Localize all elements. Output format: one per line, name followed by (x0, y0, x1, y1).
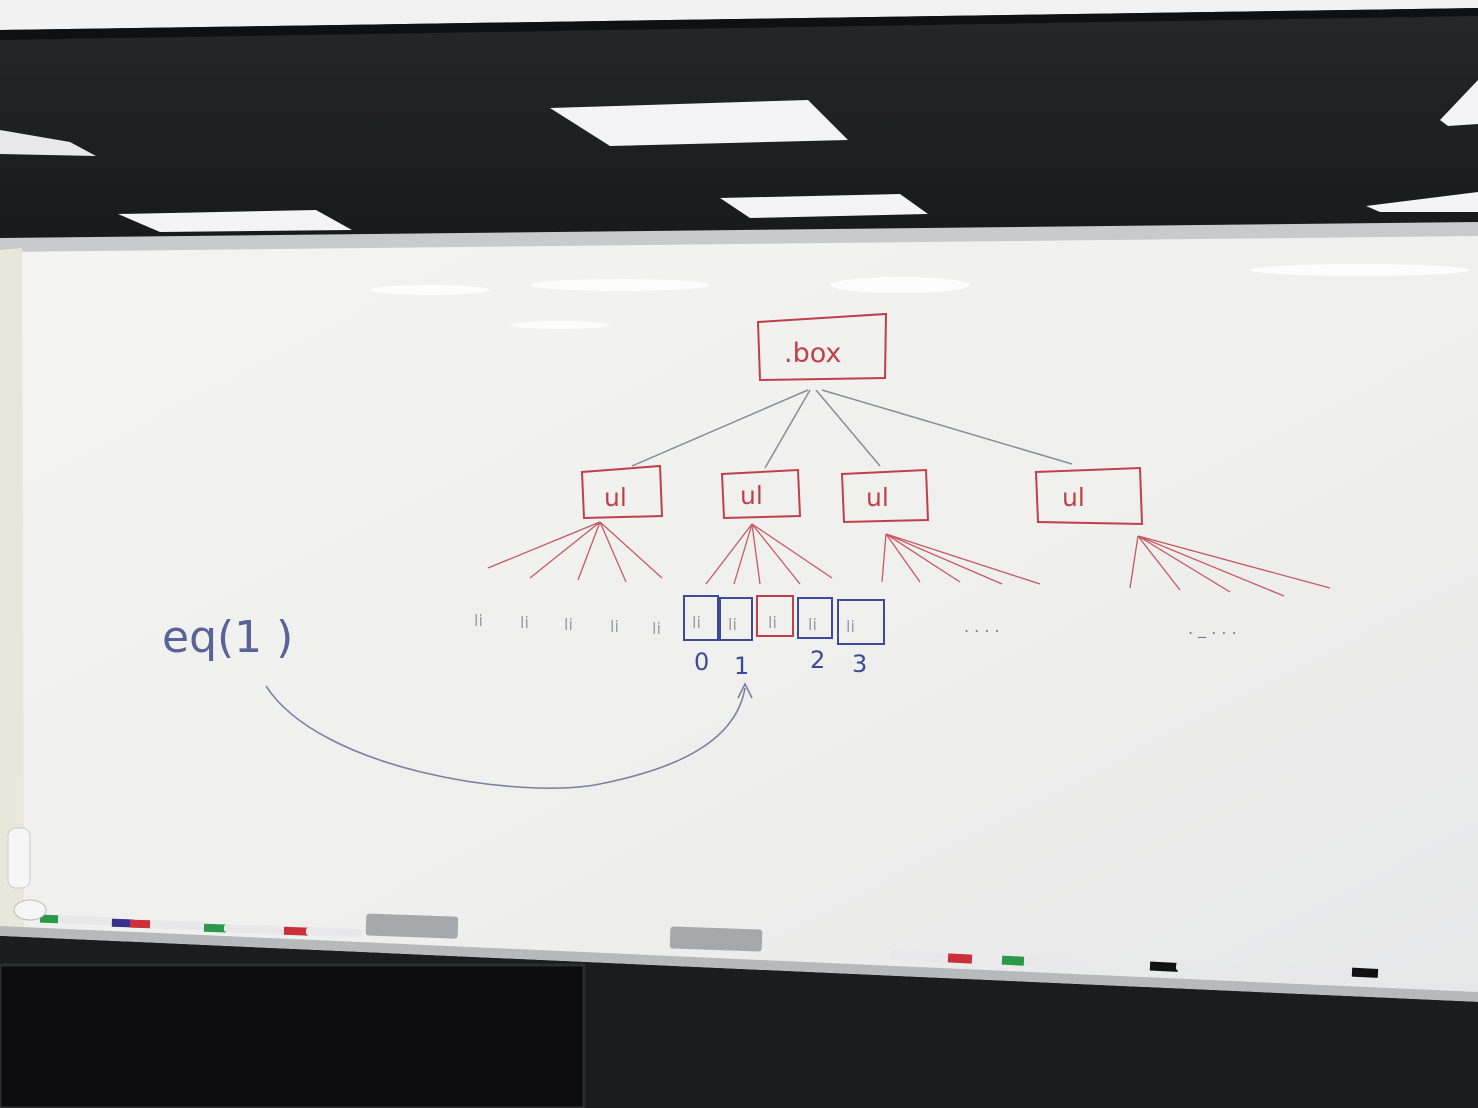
index-label: 1 (734, 652, 749, 680)
ul-edges (487, 521, 1331, 597)
index-labels: 0 1 2 3 (694, 646, 867, 680)
markers (39, 914, 1379, 978)
ul-node-label: ul (866, 483, 889, 512)
li-item: li (846, 617, 855, 636)
li-group-1: li li li li li (474, 611, 661, 638)
curved-arrow (265, 682, 753, 789)
root-node: .box (756, 312, 888, 382)
root-node-label: .box (784, 338, 841, 369)
tape-roll (13, 899, 47, 921)
li-item: li (652, 619, 661, 638)
li-item: li (610, 617, 619, 636)
index-label: 0 (694, 648, 709, 676)
root-edges (631, 389, 1073, 469)
li-item: li (564, 615, 573, 634)
li-item: li (692, 613, 701, 632)
ceiling (0, 0, 1478, 250)
ul-node-1: ul (580, 464, 664, 520)
index-label: 2 (810, 646, 825, 674)
li-item: li (728, 615, 737, 634)
ul-node-label: ul (1062, 483, 1085, 512)
whiteboard-surface (0, 236, 1478, 1000)
ellipsis: . . . . (964, 617, 1000, 636)
ellipsis: . _ . . . (1188, 619, 1237, 639)
ul-node-2: ul (720, 468, 802, 520)
ceiling-light (1440, 80, 1478, 126)
ceiling-light (1366, 192, 1478, 212)
ceiling-light (118, 210, 352, 232)
ceiling-light (720, 194, 928, 218)
eraser (365, 913, 459, 939)
eraser (669, 926, 763, 952)
li-item: li (474, 611, 483, 630)
li-group-2: li li li li li (683, 595, 885, 645)
light-reflections (370, 264, 1470, 329)
li-item: li (768, 613, 777, 632)
index-label: 3 (852, 650, 867, 678)
eq-method-label: eq(1 ) (162, 612, 293, 663)
monitor (0, 963, 586, 1108)
ul-node-label: ul (740, 481, 763, 510)
ul-node-label: ul (604, 483, 627, 512)
ceiling-light (550, 100, 848, 146)
marker-tray (0, 926, 1478, 1002)
li-item: li (520, 613, 529, 632)
ceiling-light (0, 130, 96, 156)
ul-node-4: ul (1034, 466, 1144, 526)
li-item: li (808, 615, 817, 634)
ul-node-3: ul (840, 468, 930, 524)
tape-holder (7, 827, 31, 889)
